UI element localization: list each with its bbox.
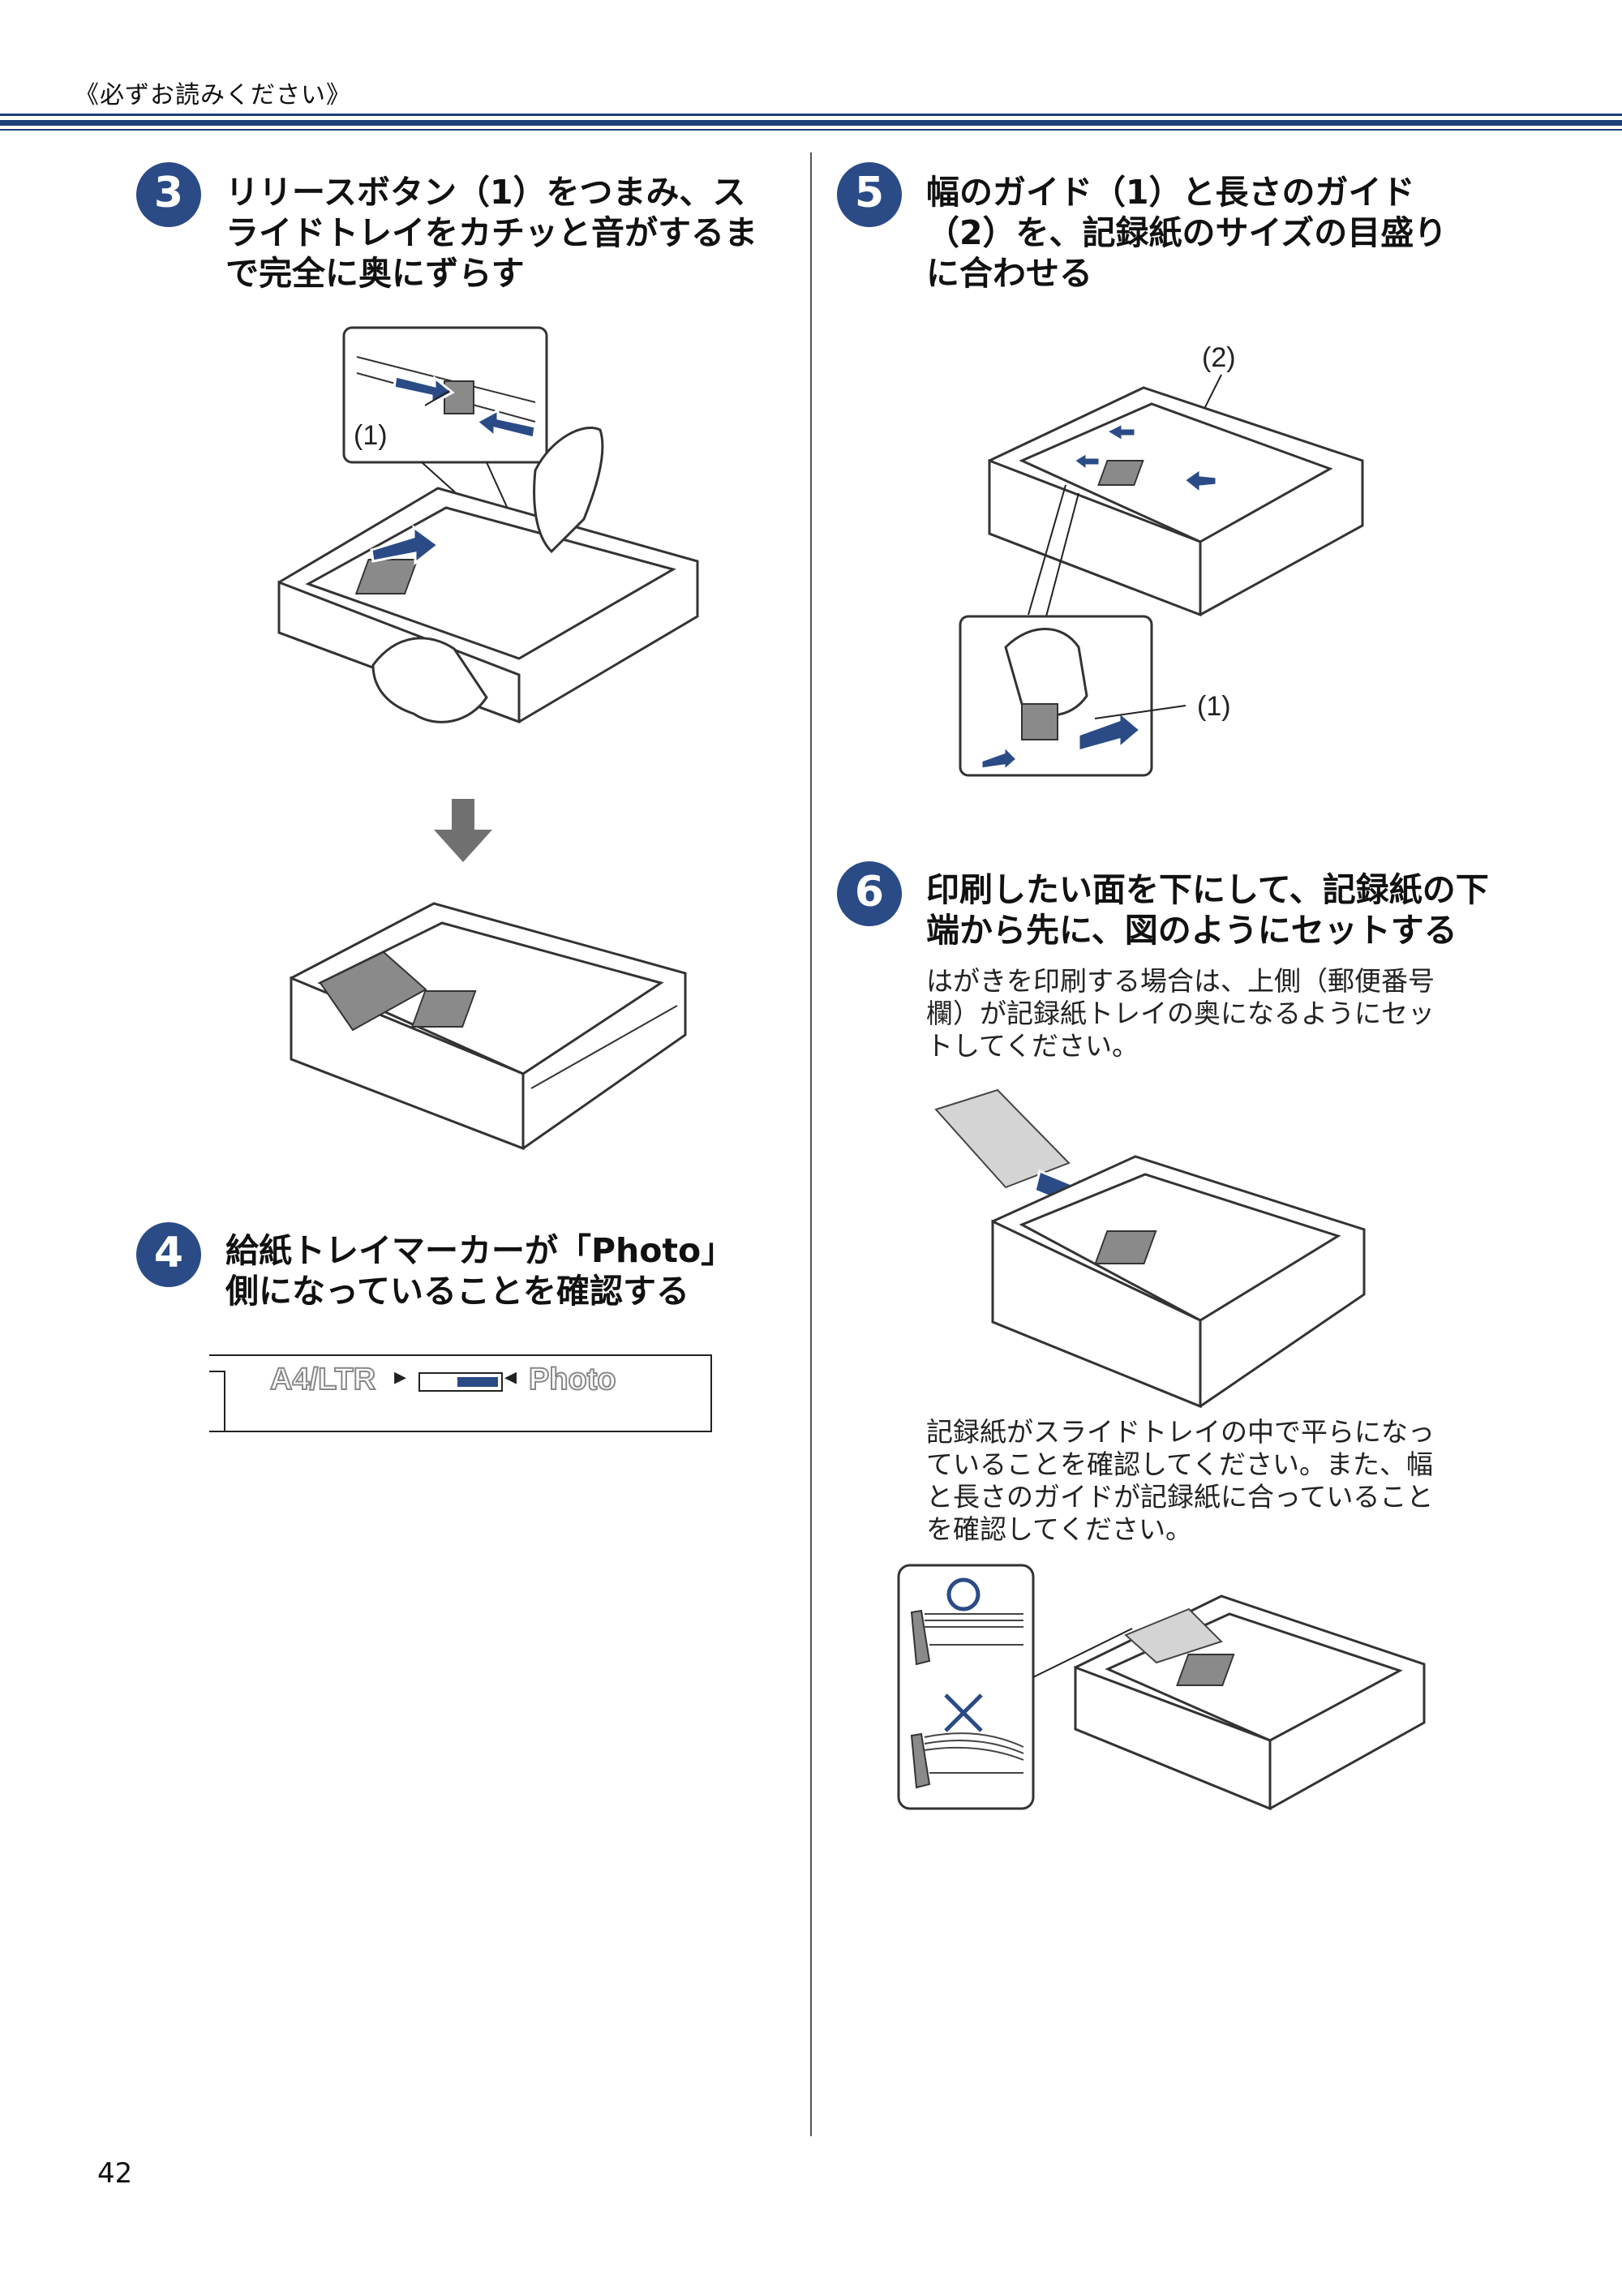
marker-slider-knob: [457, 1377, 498, 1387]
step-3-title: リリースボタン（1）をつまみ、ス ライドトレイをカチッと音がするま で完全に奥に…: [225, 173, 757, 293]
step-6-number: 6: [837, 861, 902, 926]
marker-slider: [418, 1372, 503, 1392]
column-divider: [810, 152, 812, 2136]
page-number: 42: [97, 2157, 133, 2190]
marker-arrow-left: ◂: [504, 1363, 517, 1391]
step-6-note-2: 記録紙がスライドトレイの中で平らになっ ていることを確認してください。また、幅 …: [926, 1416, 1435, 1545]
tray-marker-panel: [209, 1354, 712, 1432]
step-5-illustration: (2) (1): [959, 342, 1364, 777]
header-rule-thick: [0, 120, 1622, 126]
step-3-illustration-release: (1): [277, 326, 699, 724]
step-3-illustration-result: [290, 902, 687, 1151]
header-rule-thin: [0, 114, 1622, 116]
header-rule-thin-2: [0, 129, 1622, 131]
step-3-number: 3: [136, 162, 201, 227]
step-6-illustration-check: [897, 1564, 1426, 1811]
step-5-callout-1: (1): [1197, 691, 1231, 722]
header-title: 《必ずお読みください》: [75, 81, 351, 109]
step-5-callout-2: (2): [1202, 342, 1236, 373]
tray-marker-bracket: [209, 1371, 225, 1431]
step-5-number: 5: [837, 162, 902, 227]
step-4-number: 4: [136, 1222, 201, 1287]
marker-arrow-right: ▸: [394, 1363, 407, 1391]
marker-label-a4ltr: A4/LTR: [269, 1362, 376, 1397]
marker-label-photo: Photo: [528, 1362, 617, 1397]
step-4-title: 給紙トレイマーカーが「Photo」 側になっていることを確認する: [225, 1231, 735, 1311]
step-5-title: 幅のガイド（1）と長さのガイド （2）を、記録紙のサイズの目盛り に合わせる: [926, 173, 1448, 293]
step-6-illustration-insert: [934, 1088, 1366, 1409]
step-3-callout-1: (1): [354, 420, 388, 451]
ok-circle-icon: [946, 1577, 980, 1611]
step-6-note: はがきを印刷する場合は、上側（郵便番号 欄）が記録紙トレイの奥になるようにセッ …: [926, 965, 1435, 1062]
step-6-title: 印刷したい面を下にして、記録紙の下 端から先に、図のようにセットする: [926, 870, 1489, 950]
down-arrow-icon: [434, 799, 492, 862]
